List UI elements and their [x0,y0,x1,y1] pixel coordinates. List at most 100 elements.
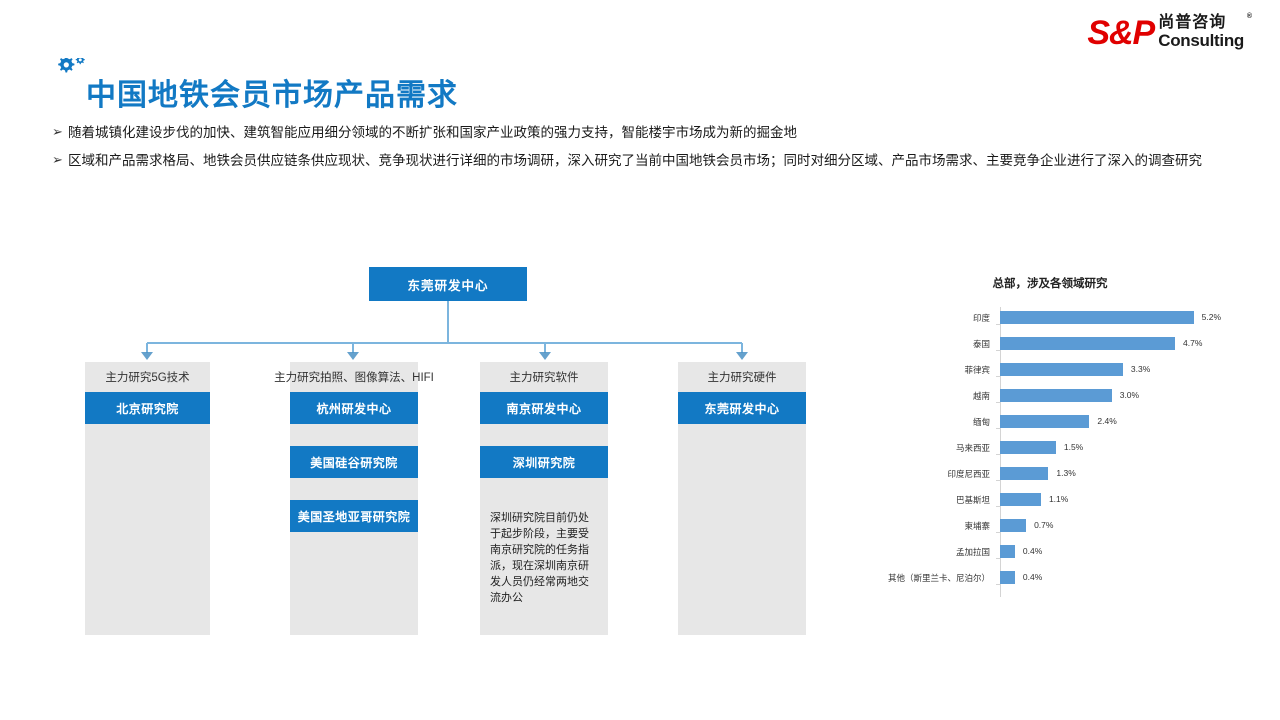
chart-value-label: 3.0% [1119,390,1140,400]
chart-category-label: 印度尼西亚 [947,469,990,479]
chart-bar-row: 菲律宾 3.3% [880,363,1220,377]
org-root-node[interactable]: 东莞研发中心 [369,267,527,301]
chart-bar-row: 越南 3.0% [880,389,1220,403]
org-node[interactable]: 美国硅谷研究院 [290,446,418,478]
org-node[interactable]: 美国圣地亚哥研究院 [290,500,418,532]
chart-bar-track: 2.4% [996,415,1220,429]
logo-chinese-text: 尚普咨询 [1158,14,1227,31]
chart-bar-track: 1.5% [996,441,1220,455]
org-column-head: 主力研究拍照、图像算法、HIFI [274,372,434,384]
chart-bar[interactable] [1000,441,1056,454]
chart-bar-track: 0.7% [996,519,1220,533]
chart-bar[interactable] [1000,545,1015,558]
chart-bar[interactable] [1000,467,1049,480]
chart-category-label: 菲律宾 [964,365,990,375]
list-item: ➢ 区域和产品需求格局、地铁会员供应链条供应现状、竞争现状进行详细的市场调研，深… [52,150,1232,171]
chart-bar[interactable] [1000,571,1015,584]
chart-bar-track: 0.4% [996,571,1220,585]
chart-bar-track: 5.2% [996,311,1222,325]
org-node[interactable]: 杭州研发中心 [290,392,418,424]
chart-bar-track: 3.0% [996,389,1220,403]
chart-axis-tick [996,558,1001,559]
chart-value-label: 2.4% [1097,416,1117,426]
bullet-text: 随着城镇化建设步伐的加快、建筑智能应用细分领域的不断扩张和国家产业政策的强力支持… [68,125,797,140]
chart-axis-tick [996,376,1001,377]
chart-bar-row: 孟加拉国 0.4% [880,545,1220,559]
chart-category-label: 印度 [972,313,990,323]
chart-axis-tick [996,506,1001,507]
chart-category-label: 巴基斯坦 [955,495,990,505]
chart-bar-row: 泰国 4.7% [880,337,1220,351]
chart-bar-row: 印度 5.2% [880,311,1222,325]
spacer [480,478,608,510]
chart-bar-row: 其他（斯里兰卡、尼泊尔） 0.4% [880,571,1220,585]
spacer [480,424,608,446]
page-title: 中国地铁会员市场产品需求 [86,79,458,112]
org-node[interactable]: 深圳研究院 [480,446,608,478]
org-connector-lines [141,301,748,360]
chart-value-label: 0.7% [1034,520,1054,530]
chart-category-label: 越南 [972,391,990,401]
chart-category-label: 马来西亚 [955,443,990,453]
org-node[interactable]: 北京研究院 [85,392,210,424]
logo-chinese-name: 尚普咨询 ® [1158,13,1252,32]
chart-bar[interactable] [1000,415,1090,428]
spacer [290,424,418,446]
chart-bar-row: 缅甸 2.4% [880,415,1220,429]
bullet-marker-icon: ➢ [52,124,63,139]
org-column-head: 主力研究硬件 [707,372,777,384]
chart-bar[interactable] [1000,311,1194,324]
chart-value-label: 0.4% [1022,572,1043,582]
chart-axis-tick [996,532,1001,533]
chart-bar-track: 3.3% [996,363,1220,377]
chart-axis-tick [996,402,1001,403]
bar-chart: 总部，涉及各领域研究 印度 5.2% 泰国 4.7% 菲律宾 3.3% 越南 3.0% 缅甸 2.… [880,275,1260,645]
org-node[interactable]: 东莞研发中心 [678,392,806,424]
list-item: ➢ 随着城镇化建设步伐的加快、建筑智能应用细分领域的不断扩张和国家产业政策的强力… [52,122,1232,143]
chart-axis-tick [996,324,1001,325]
chart-bar[interactable] [1000,493,1041,506]
chart-bar-track: 1.3% [996,467,1220,481]
chart-bar-track: 1.1% [996,493,1220,507]
org-column-head: 主力研究5G技术 [105,372,190,384]
chart-bar[interactable] [1000,363,1123,376]
chart-value-label: 1.3% [1056,468,1076,478]
chart-value-label: 1.5% [1063,442,1084,452]
spacer [290,478,418,500]
chart-bar[interactable] [1000,389,1112,402]
chart-value-label: 4.7% [1183,338,1203,348]
logo-text-block: 尚普咨询® Consulting [1158,13,1252,49]
chart-value-label: 5.2% [1201,312,1222,322]
chart-axis-tick [996,584,1001,585]
bullet-list: ➢ 随着城镇化建设步伐的加快、建筑智能应用细分领域的不断扩张和国家产业政策的强力… [52,122,1232,178]
chart-bar-row: 印度尼西亚 1.3% [880,467,1220,481]
chart-axis-tick [996,428,1001,429]
chart-title: 总部，涉及各领域研究 [992,278,1108,290]
org-node[interactable]: 南京研发中心 [480,392,608,424]
chart-value-label: 1.1% [1048,494,1069,504]
logo-sp-text: S&P [1087,14,1155,53]
company-logo: S&P 尚普咨询® Consulting [1087,13,1252,53]
chart-bar[interactable] [1000,519,1027,532]
registered-mark-icon: ® [1246,13,1253,20]
chart-bar-track: 0.4% [996,545,1220,559]
chart-category-label: 泰国 [972,339,990,349]
bullet-marker-icon: ➢ [52,152,63,167]
chart-category-label: 其他（斯里兰卡、尼泊尔） [887,573,990,583]
chart-bar[interactable] [1000,337,1176,350]
chart-axis-tick [996,480,1001,481]
chart-bar-row: 马来西亚 1.5% [880,441,1220,455]
chart-plot-area: 印度 5.2% 泰国 4.7% 菲律宾 3.3% 越南 3.0% 缅甸 2.4% 马来西亚 1.5% 印… [880,307,1222,607]
chart-category-label: 孟加拉国 [955,547,990,557]
org-column-3: 主力研究软件 南京研发中心 深圳研究院 深圳研究院目前仍处于起步阶段，主要受南京… [480,362,608,635]
org-column-2: 主力研究拍照、图像算法、HIFI 杭州研发中心 美国硅谷研究院 美国圣地亚哥研究… [274,362,434,635]
bullet-text: 区域和产品需求格局、地铁会员供应链条供应现状、竞争现状进行详细的市场调研，深入研… [68,153,1202,168]
org-column-4: 主力研究硬件 东莞研发中心 [678,362,806,635]
chart-value-label: 0.4% [1022,546,1043,556]
chart-category-label: 缅甸 [972,417,990,427]
chart-axis-tick [996,350,1001,351]
chart-axis-tick [996,454,1001,455]
gear-icon [58,58,85,73]
